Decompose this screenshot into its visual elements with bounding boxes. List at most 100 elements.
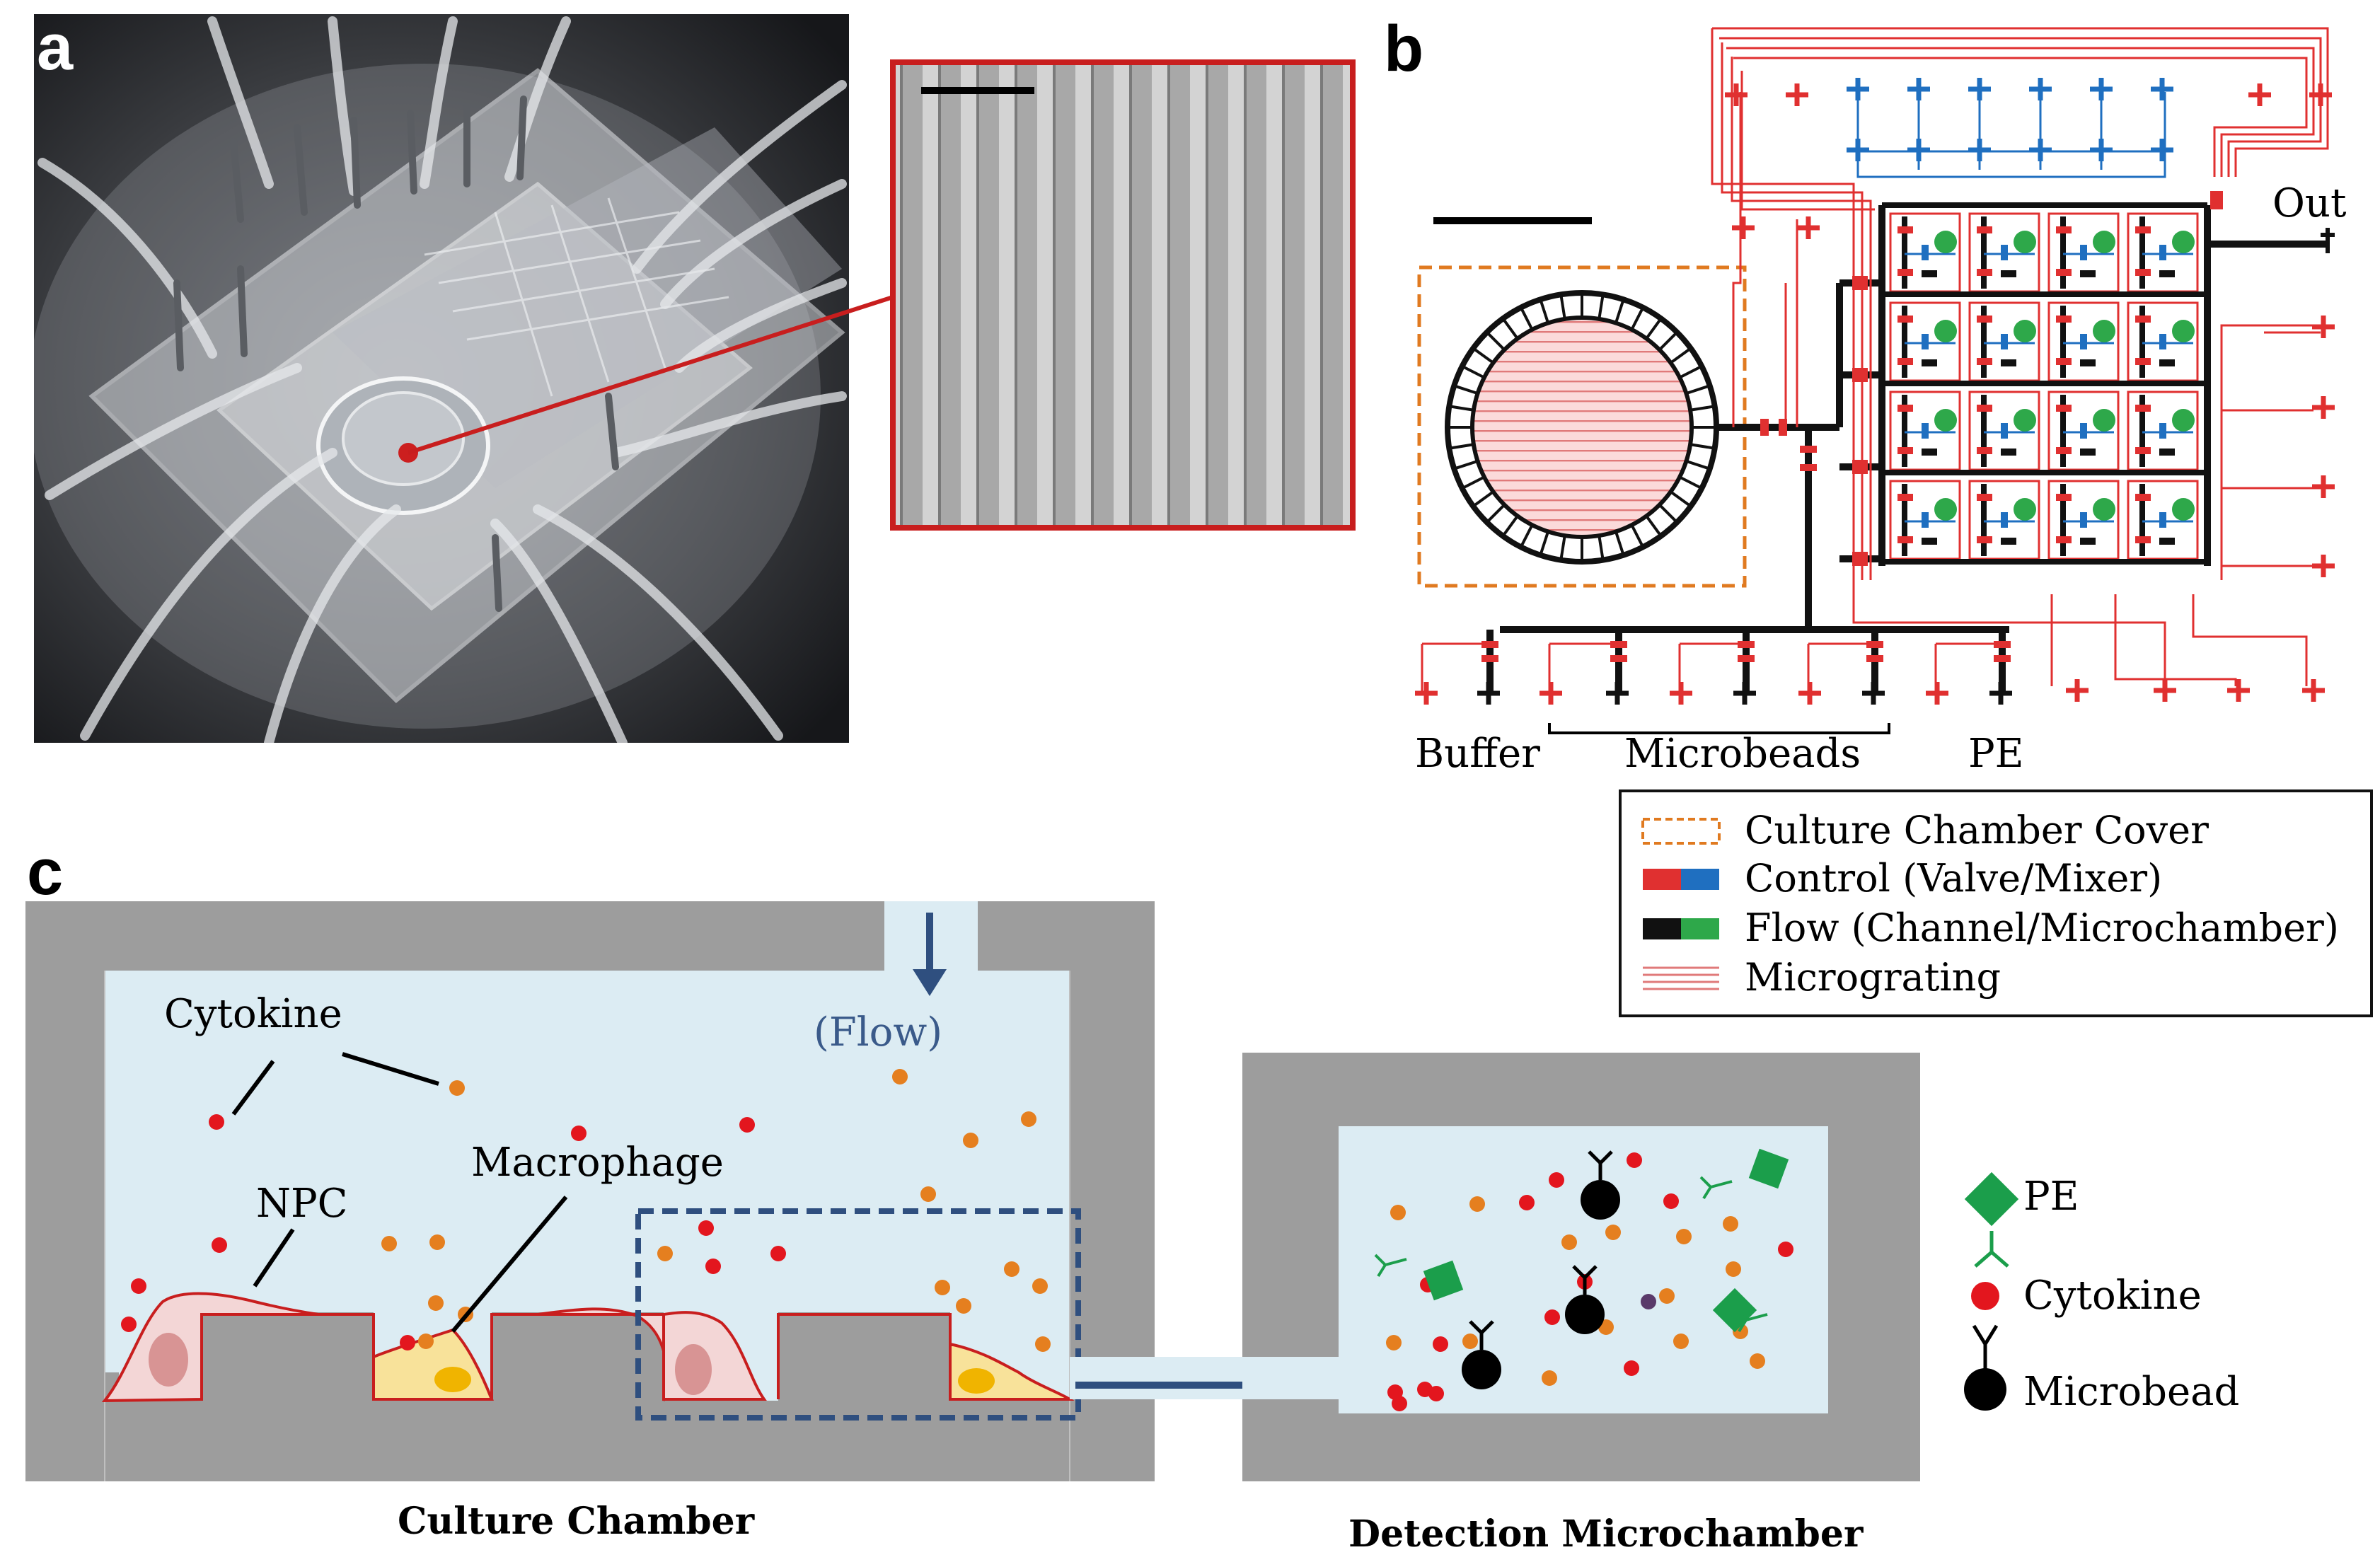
mixer-mark: [2080, 423, 2087, 439]
microchamber-dot: [2172, 320, 2195, 342]
legend-label-micrograting: Micrograting: [1745, 955, 2001, 1000]
cytokine-particle: [428, 1295, 444, 1311]
cytokine-particle: [920, 1186, 936, 1202]
culture-chamber-c: [25, 901, 1155, 1481]
cytokine-particle: [1032, 1278, 1048, 1294]
antibody-mark: [1572, 1265, 1598, 1295]
microchamber-dot: [2172, 409, 2195, 432]
flow-mark: [1922, 449, 1937, 456]
flow-mark: [1922, 270, 1937, 277]
chamber-ring-tick: [1559, 535, 1566, 560]
cytokine-particle: [1663, 1193, 1679, 1209]
chamber-ring-tick: [1539, 299, 1550, 324]
mixer-mark: [2159, 334, 2166, 349]
flow-mark: [2001, 538, 2016, 545]
pe-key-icon: [1964, 1172, 2019, 1268]
cytokine-particle: [1624, 1360, 1639, 1376]
cytokine-particle: [1676, 1229, 1692, 1244]
mixer-mark: [1922, 334, 1929, 349]
inlet-valve: [1481, 655, 1498, 662]
flow-mark: [2080, 538, 2096, 545]
cytokine-particle: [1004, 1261, 1019, 1277]
flow-mark: [2159, 359, 2175, 366]
cytokine-particle: [892, 1069, 908, 1084]
mixer-mark: [2001, 334, 2008, 349]
particles: [121, 1069, 1793, 1411]
cytokine-particle: [935, 1280, 950, 1295]
connector-channel: [1070, 1357, 1244, 1399]
valve-mark: [1977, 358, 1992, 365]
out-label: Out: [2272, 180, 2347, 226]
cytokine-particle: [963, 1133, 978, 1148]
chamber-ring-tick: [1685, 384, 1711, 395]
chamber-ring-tick: [1614, 531, 1625, 556]
cytokine-particle: [1386, 1335, 1402, 1350]
detection-microchamber: [1242, 1053, 1920, 1481]
out-valve: [2210, 191, 2223, 209]
microchamber-array: [1882, 202, 2207, 565]
cytokine-particle: [1462, 1334, 1478, 1349]
flow-mark: [2001, 270, 2016, 277]
flow-network: [1486, 205, 2328, 693]
valve-mark: [2135, 316, 2151, 323]
inlet-valve: [1481, 641, 1498, 648]
cytokine-particle: [1392, 1396, 1407, 1411]
cytokine-particle: [1519, 1195, 1535, 1210]
chamber-ring-tick: [1645, 318, 1663, 340]
pe-marker: [1423, 1260, 1464, 1301]
cytokine-particle: [418, 1334, 434, 1349]
flow-mark: [2159, 538, 2175, 545]
pe-label: PE: [1968, 731, 2024, 777]
legend-label-cover: Culture Chamber Cover: [1745, 808, 2209, 852]
chamber-ring-tick: [1486, 331, 1506, 351]
cytokine-particle: [131, 1278, 146, 1294]
mixer-mark: [2080, 512, 2087, 528]
valve-mark: [2135, 494, 2151, 501]
chamber-ring-tick: [1519, 524, 1534, 548]
microbeads-bracket: [1548, 723, 1890, 734]
key-microbead-label: Microbead: [2023, 1369, 2239, 1415]
chamber-ring-tick: [1472, 347, 1494, 364]
panel-c: c (Flow): [25, 836, 2239, 1556]
flow-arrow-down: [913, 913, 947, 996]
valve-mark: [1977, 269, 1992, 276]
row-valve: [1852, 460, 1868, 474]
npc-label: NPC: [256, 1181, 348, 1227]
valve-mark: [2135, 447, 2151, 454]
pe-antibody: [1699, 1176, 1733, 1200]
cytokine-particle: [698, 1220, 714, 1236]
outlet-valve: [1779, 419, 1787, 436]
out-port: [2321, 228, 2335, 253]
pe-antibody: [1735, 1309, 1768, 1333]
chamber-ring-tick: [1598, 294, 1605, 320]
port-crosses: [1415, 78, 2335, 705]
device-block: [88, 68, 845, 704]
cytokine-particle: [209, 1114, 224, 1130]
microchamber-dot: [2093, 409, 2115, 432]
flow-mark: [1922, 359, 1937, 366]
cytokine-particle: [1673, 1334, 1689, 1349]
mixer-mark: [2159, 423, 2166, 439]
microbead: [1581, 1180, 1620, 1220]
legend-swatch-cover: [1641, 818, 1721, 845]
connector-pins: [173, 96, 619, 612]
mixer-mark: [2159, 245, 2166, 260]
flow-mark: [2080, 270, 2096, 277]
cytokine-particle: [1035, 1336, 1051, 1352]
valve-mark: [2135, 358, 2151, 365]
legend-swatch-micrograting: [1643, 966, 1719, 990]
valve-mark: [2135, 536, 2151, 543]
mixer-mark: [1922, 423, 1929, 439]
mixer-mark: [2080, 245, 2087, 260]
legend-swatch-flow: [1643, 918, 1719, 939]
valve-mark: [1977, 494, 1992, 501]
microchamber-dot: [2093, 498, 2115, 521]
cytokine-particle: [1542, 1370, 1557, 1386]
valve-mark: [2056, 316, 2072, 323]
microbead: [1565, 1295, 1605, 1334]
annotation-lines: [231, 1052, 568, 1333]
chamber-ring-tick: [1645, 515, 1663, 537]
inlet-valve: [1866, 655, 1883, 662]
chamber-ring-tick: [1453, 459, 1479, 470]
